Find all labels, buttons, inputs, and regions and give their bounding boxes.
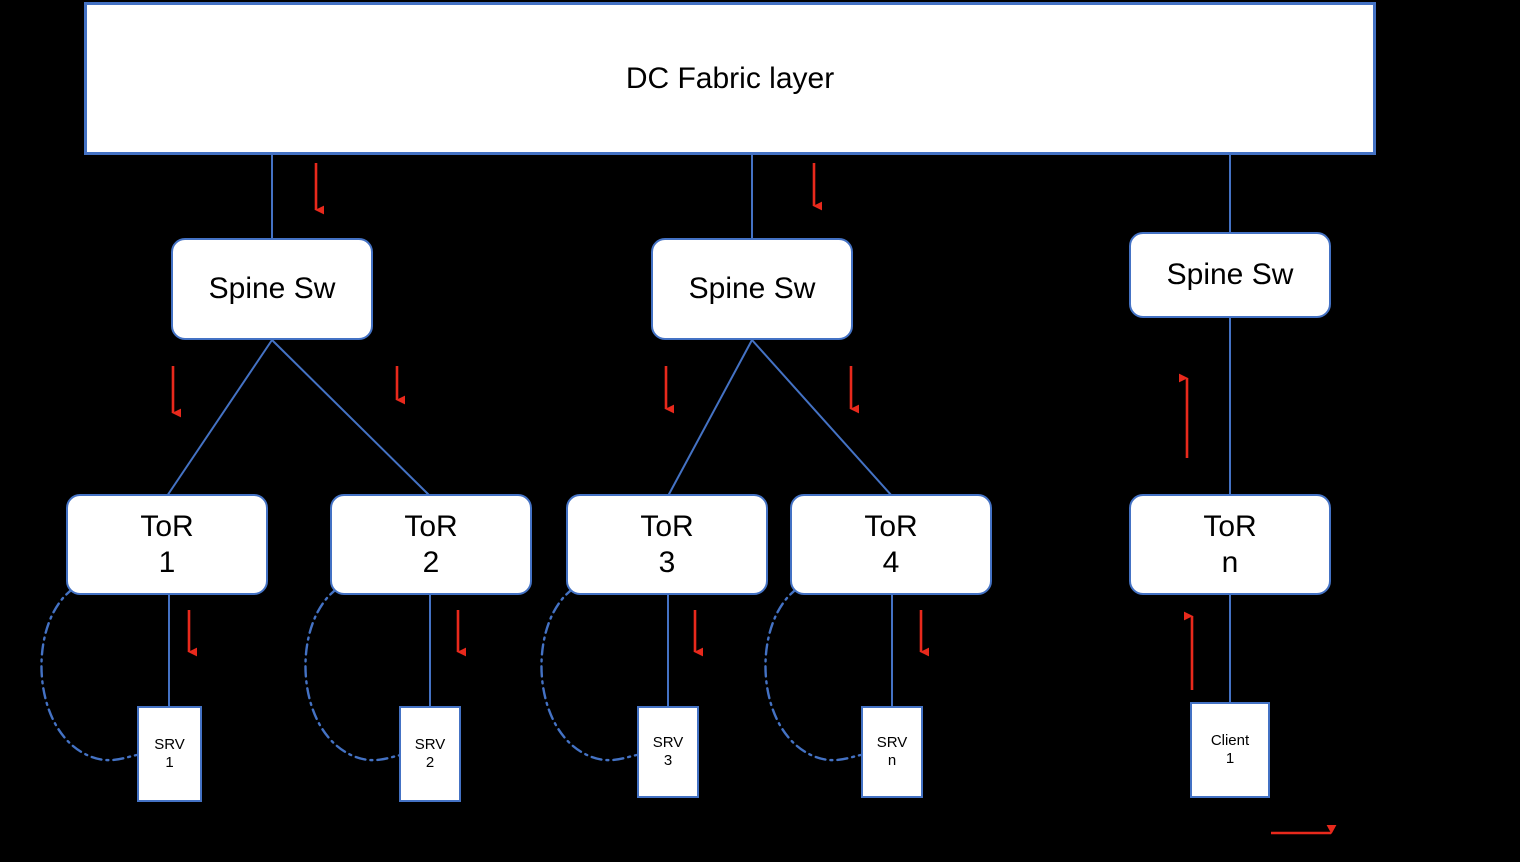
curve-tor2-srv2 (304, 586, 403, 762)
spine-to-tor-links (166, 318, 1231, 497)
spine-switch-n-box[interactable]: Spine Sw (1129, 232, 1331, 318)
client-1-box[interactable]: Client 1 (1190, 702, 1270, 798)
server-1-index: 1 (165, 754, 174, 771)
tor-switch-1-index: 1 (158, 545, 176, 579)
curve-tor1-srv1 (40, 586, 139, 762)
curve-tor4-srvn (764, 586, 863, 762)
red-flow-arrows (171, 163, 1337, 835)
tor-switch-2-box[interactable]: ToR 2 (330, 494, 532, 595)
spine-switch-1-label: Spine Sw (208, 272, 336, 306)
server-2-box[interactable]: SRV 2 (399, 706, 461, 802)
server-3-box[interactable]: SRV 3 (637, 706, 699, 798)
server-n-label: SRV (876, 734, 908, 752)
spine-switch-2-box[interactable]: Spine Sw (651, 238, 853, 340)
tor-switch-3-label: ToR (640, 510, 694, 544)
tor-switch-n-label: ToR (1203, 510, 1257, 544)
server-1-label: SRV (154, 736, 185, 754)
tor-switch-3-box[interactable]: ToR 3 (566, 494, 768, 595)
spine-switch-n-label: Spine Sw (1166, 258, 1294, 292)
tor-switch-1-box[interactable]: ToR 1 (66, 494, 268, 595)
tor-switch-4-label: ToR (864, 510, 918, 544)
spine-switch-1-box[interactable]: Spine Sw (171, 238, 373, 340)
link-spine2-tor3 (667, 339, 753, 497)
tor-switch-3-index: 3 (658, 545, 676, 579)
link-spine1-tor1 (166, 339, 273, 497)
server-3-label: SRV (652, 734, 684, 752)
server-2-label: SRV (414, 736, 446, 754)
link-spine1-tor2 (271, 339, 431, 497)
tor-switch-4-index: 4 (882, 545, 900, 579)
spine-switch-2-label: Spine Sw (688, 272, 816, 306)
server-2-index: 2 (425, 754, 435, 771)
tor-server-curved-links (40, 586, 863, 762)
client-1-index: 1 (1225, 750, 1235, 767)
tor-to-server-links (168, 595, 1231, 706)
dc-fabric-layer-label: DC Fabric layer (625, 61, 835, 95)
tor-switch-4-box[interactable]: ToR 4 (790, 494, 992, 595)
client-1-label: Client (1210, 732, 1250, 750)
link-spine2-tor4 (751, 339, 893, 497)
tor-switch-n-box[interactable]: ToR n (1129, 494, 1331, 595)
tor-switch-2-index: 2 (422, 545, 440, 579)
tor-switch-n-index: n (1221, 545, 1239, 579)
server-3-index: 3 (663, 752, 673, 769)
tor-switch-1-label: ToR (140, 510, 194, 544)
tor-switch-2-label: ToR (404, 510, 458, 544)
server-n-box[interactable]: SRV n (861, 706, 923, 798)
fabric-to-spine-links (271, 155, 1231, 239)
dc-fabric-layer-box[interactable]: DC Fabric layer (84, 2, 1376, 155)
curve-tor3-srv3 (540, 586, 639, 762)
server-1-box[interactable]: SRV 1 (137, 706, 202, 802)
server-n-index: n (887, 752, 897, 769)
